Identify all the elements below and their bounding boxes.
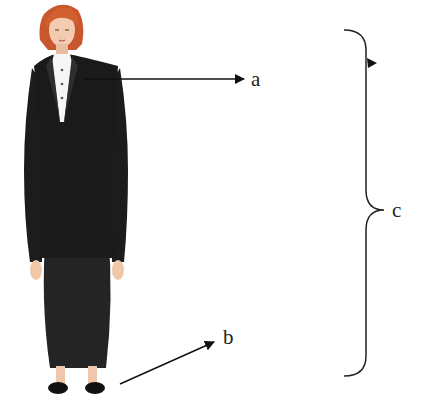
jacket bbox=[34, 54, 118, 258]
leader-line bbox=[84, 78, 244, 79]
arrowhead bbox=[367, 58, 377, 68]
shoe bbox=[48, 382, 68, 394]
callout-letter: c bbox=[392, 200, 401, 221]
callout-letter: b bbox=[223, 327, 234, 348]
fringe bbox=[46, 8, 78, 30]
shoe bbox=[85, 382, 105, 394]
bracket bbox=[344, 30, 384, 376]
callout-letter: a bbox=[251, 69, 260, 90]
hair bbox=[40, 5, 84, 50]
leader-line bbox=[120, 342, 214, 384]
